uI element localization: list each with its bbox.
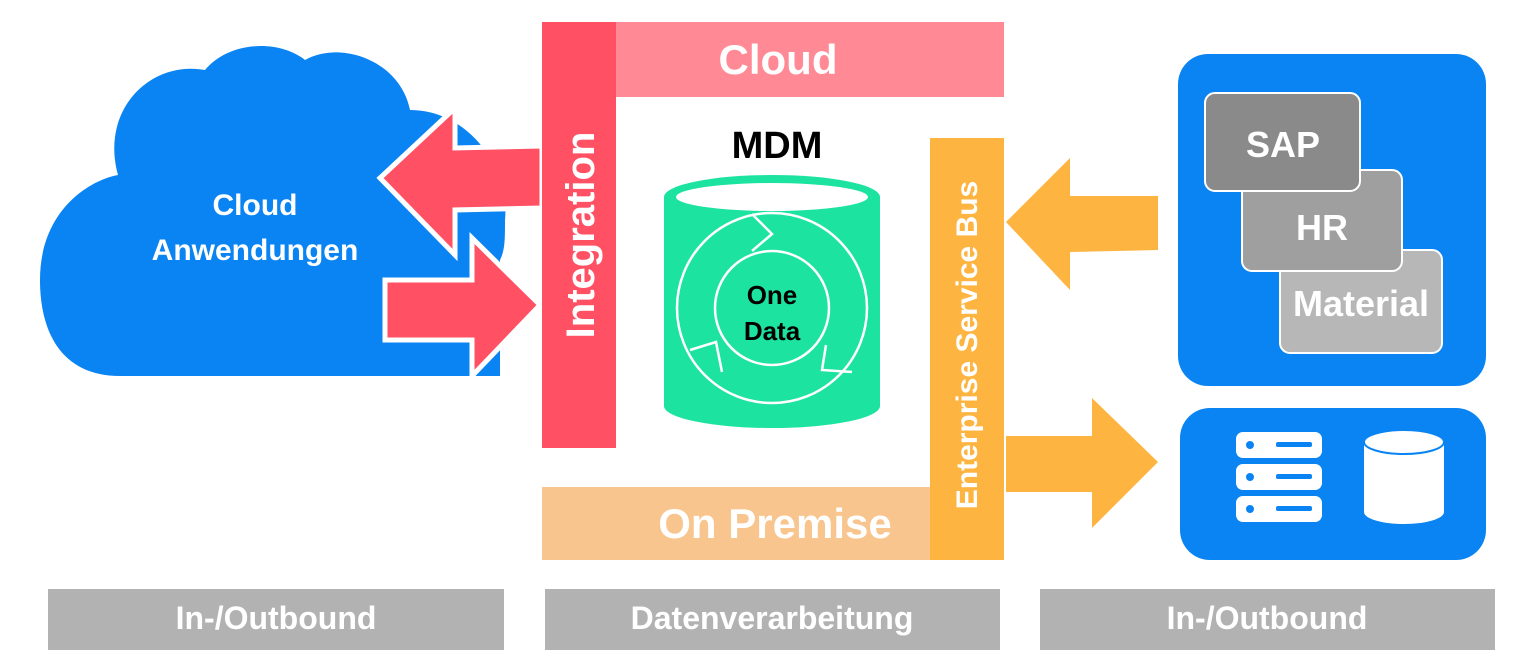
mdm-cylinder-body bbox=[664, 197, 880, 428]
footer-label-left: In-/Outbound bbox=[176, 600, 377, 636]
cycle-arrow-right bbox=[820, 344, 853, 374]
arrow-to-esb bbox=[1006, 158, 1158, 290]
footer-label-middle: Datenverarbeitung bbox=[631, 600, 914, 636]
cloud-apps-label-line1: Cloud bbox=[213, 189, 298, 222]
esb-label: Enterprise Service Bus bbox=[951, 181, 984, 510]
storage-database-icon bbox=[1363, 429, 1445, 524]
mdm-core-line2: Data bbox=[744, 316, 801, 346]
system-card-sap: SAP bbox=[1204, 92, 1361, 192]
footer-bar-right bbox=[1040, 589, 1495, 650]
integration-label: Integration bbox=[559, 132, 603, 339]
on-premise-label: On Premise bbox=[658, 500, 891, 547]
cycle-arrow-top bbox=[751, 213, 774, 252]
footer-label-right: In-/Outbound bbox=[1167, 600, 1368, 636]
mdm-title: MDM bbox=[732, 125, 823, 167]
mdm-core-line1: One bbox=[747, 280, 798, 310]
system-card-material: Material bbox=[1279, 249, 1443, 354]
cloud-band bbox=[542, 22, 1004, 97]
on-premise-band bbox=[542, 487, 1004, 560]
arrow-to-integration bbox=[382, 232, 544, 383]
cycle-inner-ring bbox=[713, 249, 831, 367]
mdm-cylinder-lid bbox=[676, 183, 868, 211]
cycle-outer-ring bbox=[675, 211, 869, 405]
footer-bar-left bbox=[48, 589, 504, 650]
mdm-database-icon: One Data bbox=[664, 175, 880, 428]
integration-bar bbox=[542, 22, 616, 448]
server-icon bbox=[1236, 432, 1322, 522]
esb-bar bbox=[930, 138, 1004, 560]
system-label-material: Material bbox=[1293, 283, 1429, 324]
cloud-band-label: Cloud bbox=[719, 36, 838, 83]
footer-bar-middle bbox=[545, 589, 1000, 650]
system-label-hr: HR bbox=[1296, 207, 1348, 248]
cloud-apps-label-line2: Anwendungen bbox=[152, 234, 359, 267]
cycle-arrow-left bbox=[689, 340, 724, 373]
system-label-sap: SAP bbox=[1246, 124, 1320, 165]
arrow-to-storage bbox=[1006, 398, 1158, 528]
